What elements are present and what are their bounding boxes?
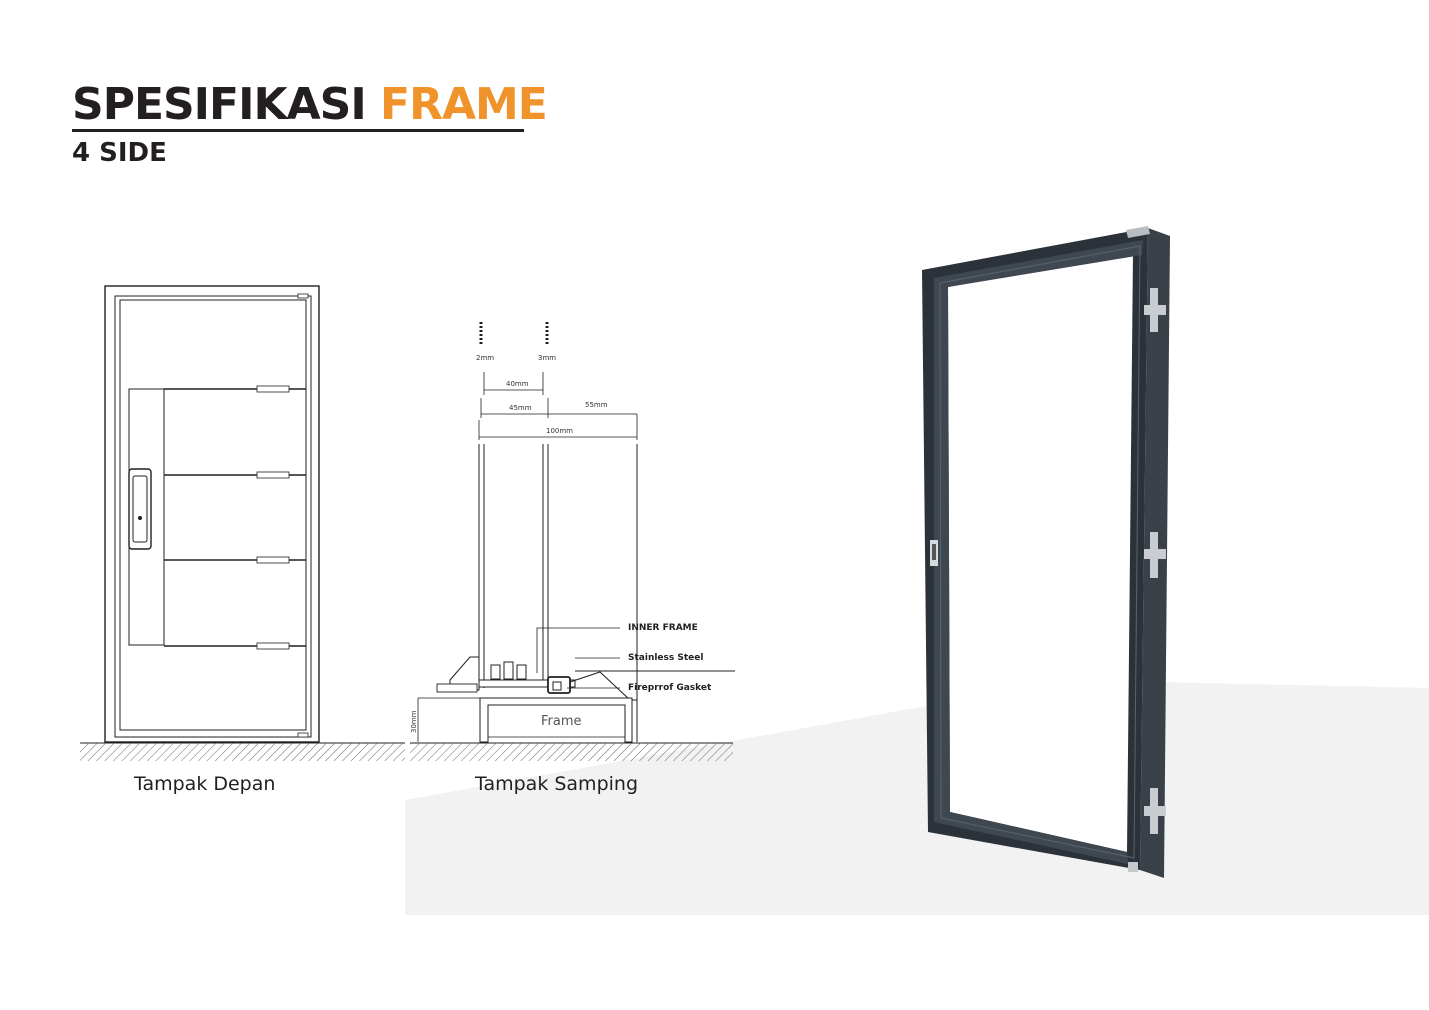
frame-3d-render [922,226,1170,878]
hinge-icon-bottom [1144,788,1166,834]
dim-3mm: 3mm [538,354,556,362]
dim-2mm: 2mm [476,354,494,362]
dim-45mm: 45mm [509,404,532,412]
frame-profile [479,697,633,743]
dim-30mm: 30mm [410,710,418,733]
front-view-caption: Tampak Depan [134,773,276,795]
page-title: SPESIFIKASI FRAME [72,79,548,130]
front-ground-hatch [80,743,405,761]
title-main: SPESIFIKASI [72,79,367,130]
callout-stainless-steel: Stainless Steel [628,653,703,663]
side-view-drawing: 2mm 3mm 40mm 45mm 55mm 100mm [410,322,735,761]
front-door-leaf [119,299,307,731]
dim-40mm: 40mm [506,380,529,388]
front-hinge-bottom [297,732,309,738]
dim-55mm: 55mm [585,401,608,409]
side-view-caption: Tampak Samping [475,773,639,795]
hinge-icon-top [1144,288,1166,332]
strike-plate-icon [930,540,938,566]
frame-label: Frame [541,714,582,729]
title-underline [72,129,524,132]
callout-inner-frame: INNER FRAME [628,623,698,633]
dim-100mm: 100mm [546,427,573,435]
side-ground-hatch [410,743,733,761]
front-inner-frame [114,295,312,738]
page-subtitle: 4 SIDE [72,138,167,168]
hinge-icon-middle [1144,532,1166,578]
smart-lock-icon [128,468,152,550]
floor-plane [405,680,1429,915]
callout-fireproof-gasket: Fireprrof Gasket [628,683,712,693]
front-hinge-top [297,293,309,299]
front-view-drawing [80,285,405,761]
title-accent: FRAME [380,79,548,130]
